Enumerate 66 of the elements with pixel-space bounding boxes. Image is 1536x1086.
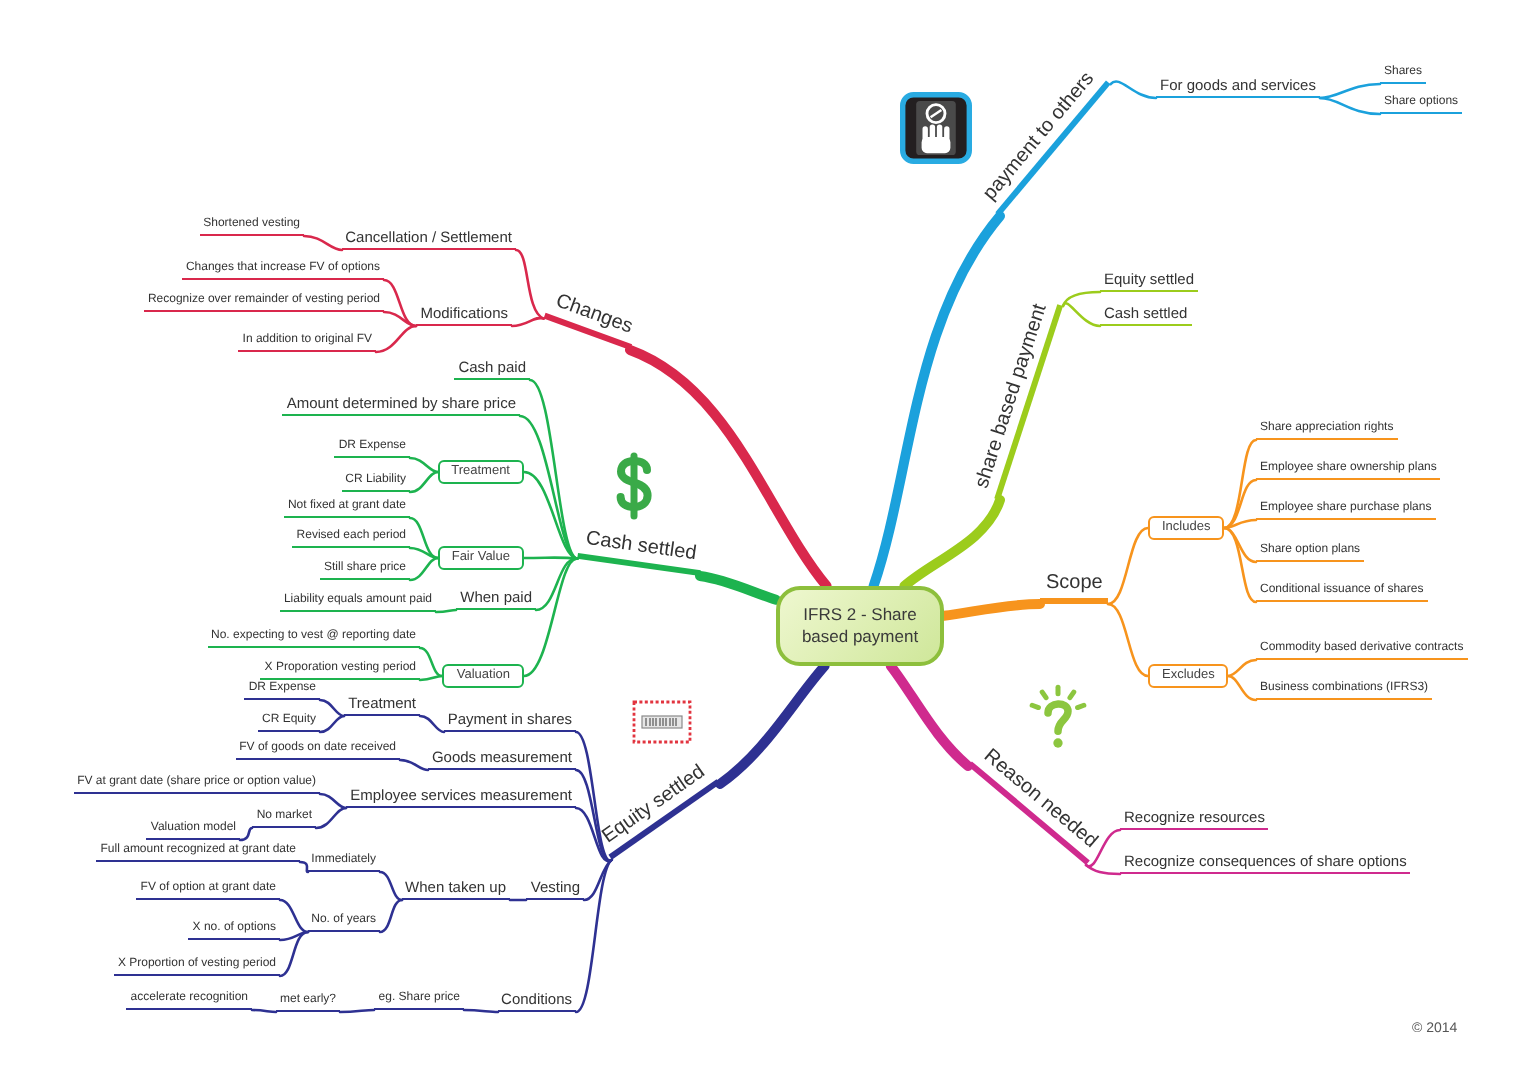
branch-line <box>1226 658 1258 678</box>
branch-line <box>868 211 1005 591</box>
branch-line <box>522 470 579 561</box>
branch-line <box>408 456 440 474</box>
branch-line <box>1061 302 1102 328</box>
branch-line <box>574 858 614 1014</box>
branch-line <box>574 730 614 862</box>
branch-line <box>238 826 254 842</box>
branch-line <box>314 806 348 830</box>
branch-line <box>534 557 579 612</box>
branch-line <box>278 930 310 942</box>
main-branch-label: Cash settled <box>578 527 705 576</box>
branch-line <box>1318 82 1382 100</box>
branch-line <box>418 646 444 678</box>
branch-line <box>408 470 440 494</box>
branch-line <box>1061 290 1102 308</box>
branch-line <box>1106 602 1150 678</box>
branch-line <box>1109 80 1158 100</box>
branch-line <box>418 714 446 734</box>
branch-line <box>318 698 346 718</box>
branch-line <box>528 378 579 561</box>
branch-line <box>574 806 614 863</box>
branch-line <box>695 571 781 605</box>
branch-line <box>514 248 545 320</box>
branch-line <box>250 1008 278 1014</box>
branch-line <box>338 1008 376 1014</box>
main-branch-label: share based payment <box>969 295 1064 500</box>
branch-line <box>408 516 440 560</box>
branch-line <box>298 860 310 874</box>
branch-line <box>1222 438 1258 530</box>
main-branch-label: Scope <box>1040 572 1109 604</box>
branch-line <box>522 556 579 561</box>
branch-line <box>434 608 458 614</box>
branch-line <box>715 661 830 789</box>
branch-line <box>278 898 310 934</box>
branch-line <box>625 345 832 591</box>
branch-line <box>508 898 528 902</box>
branch-line <box>899 495 1005 591</box>
branch-line <box>278 930 310 978</box>
branch-line <box>1222 478 1258 530</box>
branch-line <box>574 768 614 862</box>
branch-line <box>408 556 440 582</box>
branch-line <box>378 898 404 934</box>
branch-line <box>1106 526 1150 606</box>
branch-line <box>1084 828 1122 868</box>
branch-line <box>522 557 579 678</box>
branch-line <box>302 234 344 252</box>
branch-line <box>382 310 418 328</box>
branch-line <box>462 1008 500 1014</box>
branch-line <box>582 858 614 902</box>
central-topic: IFRS 2 - Share based payment <box>776 586 944 666</box>
branch-line <box>518 414 579 561</box>
branch-line <box>510 316 545 328</box>
branch-line <box>1084 863 1122 876</box>
branch-line <box>318 714 346 734</box>
branch-line <box>374 324 418 354</box>
branch-line <box>418 674 444 682</box>
branch-line <box>1226 674 1258 702</box>
branch-line <box>408 546 440 560</box>
branch-line <box>378 870 404 902</box>
branch-line <box>1222 526 1258 604</box>
branch-line <box>885 661 973 771</box>
branch-line <box>1318 96 1382 116</box>
branch-line <box>398 758 430 772</box>
branch-line <box>318 792 348 810</box>
branch-line <box>939 599 1045 621</box>
